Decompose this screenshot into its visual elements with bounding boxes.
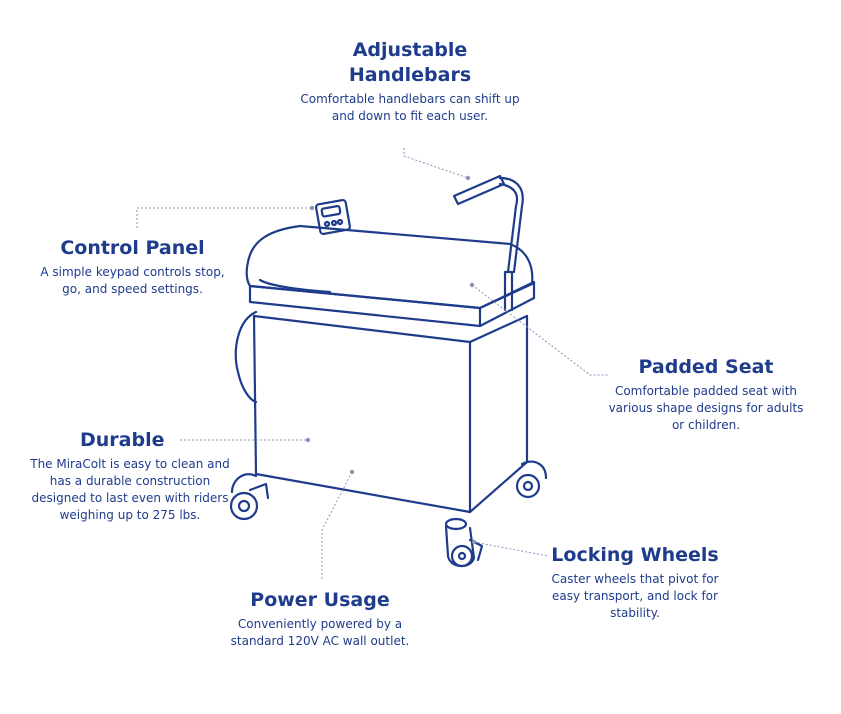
wheel-front-left [229,473,270,521]
control-panel-title: Control Panel [60,237,205,259]
callout-control-panel: Control Panel A simple keypad controls s… [40,236,225,298]
power-usage-title: Power Usage [250,589,390,611]
callout-handlebars: Adjustable Handlebars Comfortable handle… [300,38,520,125]
base-side [468,314,529,514]
handlebars-description: Comfortable handlebars can shift up and … [300,92,520,123]
leader-wheels [473,541,549,557]
leader-control-panel [136,207,312,228]
handlebars-title: Adjustable Handlebars [348,39,472,86]
wheel-back-right [515,460,548,499]
side-strap [234,310,258,404]
seat-cushion [245,224,534,310]
base-front [252,314,472,514]
leader-power [321,471,353,580]
leader-padded-seat [471,284,608,376]
durable-title: Durable [80,429,165,451]
wheel-front-right [444,517,484,568]
power-usage-description: Conveniently powered by a standard 120V … [230,617,410,648]
control-panel-description: A simple keypad controls stop, go, and s… [40,265,225,296]
handlebar-grip [452,174,506,206]
control-panel-device [314,198,352,236]
callout-power-usage: Power Usage Conveniently powered by a st… [210,588,430,650]
durable-description: The MiraColt is easy to clean and has a … [30,457,230,522]
handlebar-pole [503,270,514,312]
callout-locking-wheels: Locking Wheels Caster wheels that pivot … [540,543,730,622]
locking-wheels-title: Locking Wheels [551,544,719,566]
padded-seat-title: Padded Seat [638,356,774,378]
locking-wheels-description: Caster wheels that pivot for easy transp… [551,572,719,620]
callout-padded-seat: Padded Seat Comfortable padded seat with… [608,355,804,434]
leader-handlebars [403,148,469,179]
callout-durable: Durable The MiraColt is easy to clean an… [30,428,230,524]
padded-seat-description: Comfortable padded seat with various sha… [608,384,804,432]
